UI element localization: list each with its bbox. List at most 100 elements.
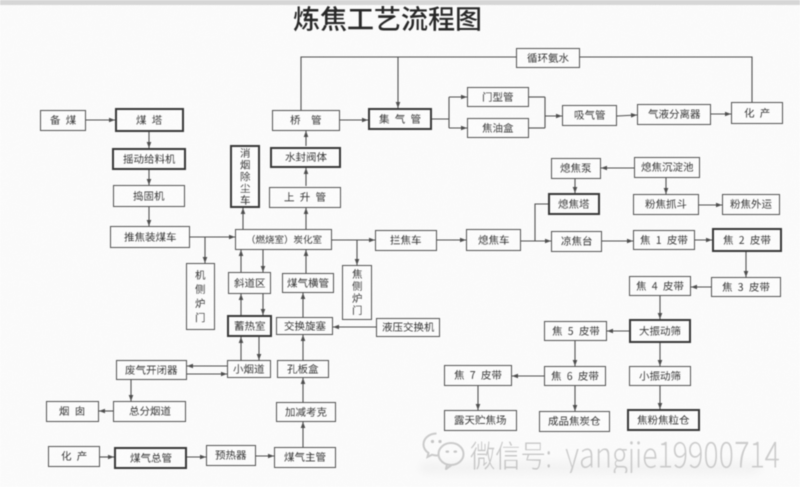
edge-18 — [449, 125, 467, 131]
node-separator — [637, 104, 711, 125]
edge-47 — [260, 294, 266, 315]
edge-37 — [607, 328, 629, 334]
edge-26 — [521, 238, 551, 244]
node-chimney — [46, 401, 99, 422]
node-label — [636, 280, 684, 292]
edge-34 — [743, 252, 749, 277]
edge-50 — [238, 337, 244, 360]
node-open-yard — [444, 410, 517, 431]
edge-3 — [146, 207, 152, 226]
edge-28 — [572, 179, 578, 193]
node-belt-3 — [711, 277, 781, 297]
node-chem-products-gas — [48, 446, 100, 467]
node-belt-5 — [544, 321, 607, 341]
node-label — [284, 452, 326, 463]
node-label — [290, 115, 322, 126]
node-label — [744, 107, 770, 119]
node-label — [234, 320, 266, 332]
node-quench-tower — [548, 193, 600, 215]
edge-25 — [437, 237, 466, 243]
node-label — [123, 153, 176, 165]
node-label — [128, 406, 171, 417]
node-adjusting-cock — [276, 402, 336, 422]
edge-60 — [187, 454, 206, 460]
node-label — [287, 363, 319, 375]
edge-22 — [545, 113, 562, 119]
node-label — [382, 322, 435, 333]
edge-30 — [663, 178, 669, 194]
node-inclined-flue — [228, 272, 271, 294]
node-label — [478, 234, 510, 246]
node-quench-car — [466, 229, 521, 251]
node-product-bunker — [539, 411, 610, 432]
node-label — [730, 199, 772, 210]
node-coke-side-door — [342, 265, 372, 320]
node-label — [240, 147, 251, 206]
node-main-flue — [113, 401, 186, 422]
node-door-type-pipe — [467, 87, 529, 107]
edge-1 — [146, 132, 152, 148]
edge-17 — [449, 94, 467, 100]
edge-61 — [256, 453, 274, 459]
node-label — [246, 234, 322, 245]
node-belt-2 — [712, 228, 782, 252]
node-small-flue — [227, 360, 271, 378]
edge-40 — [512, 373, 544, 379]
edge-36 — [657, 296, 663, 319]
node-label — [352, 269, 363, 316]
node-belt-6 — [544, 366, 606, 386]
node-suction-pipe — [562, 105, 617, 126]
edge-54 — [300, 335, 306, 360]
node-label — [723, 234, 771, 246]
edge-14 — [395, 57, 401, 108]
edge-59 — [100, 454, 114, 460]
edge-41 — [475, 386, 481, 410]
node-label — [287, 277, 329, 289]
node-label — [561, 236, 593, 247]
node-label — [283, 320, 326, 332]
node-belt-1 — [633, 230, 695, 250]
node-water-seal-valve — [270, 147, 341, 168]
node-label — [640, 234, 688, 246]
node-label — [548, 416, 601, 427]
edge-23 — [616, 113, 638, 118]
node-pusher-car — [110, 226, 190, 248]
node-coal-prep — [40, 110, 86, 131]
edge-27 — [534, 203, 548, 241]
edge-62 — [333, 324, 376, 330]
node-gas-header — [274, 447, 336, 468]
node-fine-coke-grab — [633, 194, 699, 215]
edge-38 — [657, 343, 663, 366]
node-label — [454, 415, 507, 426]
node-label — [136, 114, 163, 126]
node-label — [125, 364, 178, 376]
node-belt-4 — [629, 276, 691, 296]
node-label — [558, 198, 590, 210]
edge-2 — [146, 170, 152, 185]
node-tamper — [113, 185, 185, 207]
edge-46 — [238, 294, 244, 315]
node-orifice-box — [277, 360, 329, 378]
edge-57 — [128, 380, 134, 401]
edge-44 — [238, 250, 244, 272]
node-label — [648, 109, 701, 120]
edge-48 — [303, 250, 309, 273]
node-ammonia-water — [516, 48, 580, 68]
edge-55 — [300, 378, 306, 402]
node-exchange-cock — [276, 317, 333, 335]
edge-52 — [187, 363, 227, 369]
edge-51 — [256, 337, 262, 360]
edge-49 — [300, 293, 306, 317]
node-fine-coke-out — [722, 194, 780, 215]
node-gas-cross-pipe — [282, 273, 334, 293]
edge-56 — [300, 422, 306, 447]
edge-7 — [354, 240, 360, 265]
node-label — [215, 450, 247, 461]
node-label — [390, 235, 422, 246]
node-label — [560, 163, 592, 174]
node-hydraulic-exchanger — [376, 318, 440, 337]
edge-53 — [187, 371, 227, 377]
node-tar-box — [467, 118, 529, 138]
node-label — [527, 52, 569, 64]
